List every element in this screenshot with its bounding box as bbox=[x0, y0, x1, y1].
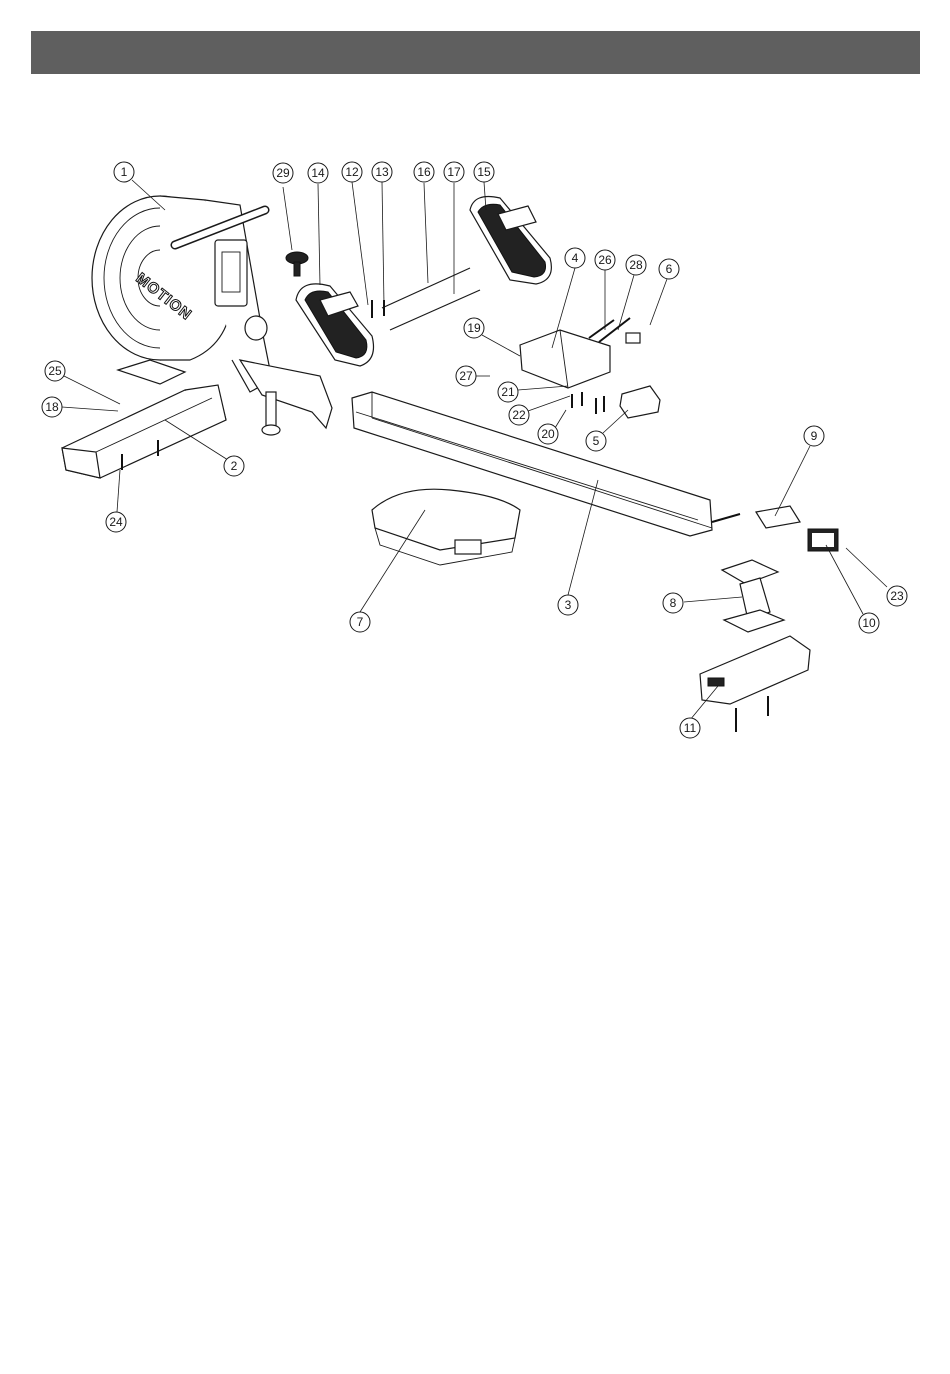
right-pedal bbox=[470, 197, 551, 285]
svg-text:29: 29 bbox=[276, 166, 290, 180]
callout-8: 8 bbox=[663, 593, 683, 613]
pedal-axles bbox=[382, 268, 480, 330]
callout-4: 4 bbox=[565, 248, 585, 268]
rear-support bbox=[722, 560, 784, 632]
small-block bbox=[626, 333, 640, 343]
svg-text:1: 1 bbox=[121, 165, 128, 179]
callout-16: 16 bbox=[414, 162, 434, 182]
svg-text:15: 15 bbox=[477, 165, 491, 179]
seat bbox=[372, 489, 520, 565]
rear-bracket bbox=[520, 330, 610, 388]
svg-text:12: 12 bbox=[345, 165, 359, 179]
callout-26: 26 bbox=[595, 250, 615, 270]
svg-text:24: 24 bbox=[109, 515, 123, 529]
svg-text:11: 11 bbox=[684, 721, 697, 735]
callout-1: 1 bbox=[114, 162, 134, 182]
svg-text:20: 20 bbox=[541, 427, 555, 441]
svg-text:26: 26 bbox=[598, 253, 612, 267]
svg-text:23: 23 bbox=[890, 589, 904, 603]
callout-24: 24 bbox=[106, 512, 126, 532]
svg-text:8: 8 bbox=[670, 596, 677, 610]
callout-12: 12 bbox=[342, 162, 362, 182]
callout-11: 11 bbox=[680, 718, 700, 738]
svg-text:21: 21 bbox=[501, 385, 515, 399]
callout-28: 28 bbox=[626, 255, 646, 275]
rear-stabilizer bbox=[700, 636, 810, 704]
callout-5: 5 bbox=[586, 431, 606, 451]
callout-9: 9 bbox=[804, 426, 824, 446]
callout-22: 22 bbox=[509, 405, 529, 425]
callout-29: 29 bbox=[273, 163, 293, 183]
callout-17: 17 bbox=[444, 162, 464, 182]
front-stabilizer bbox=[62, 385, 226, 478]
svg-text:2: 2 bbox=[231, 459, 238, 473]
callout-27: 27 bbox=[456, 366, 476, 386]
left-pedal bbox=[296, 284, 374, 366]
knob bbox=[286, 252, 308, 276]
svg-text:17: 17 bbox=[447, 165, 461, 179]
svg-text:18: 18 bbox=[45, 400, 59, 414]
rail-end-cap bbox=[620, 386, 660, 418]
svg-text:9: 9 bbox=[811, 429, 818, 443]
svg-text:28: 28 bbox=[629, 258, 643, 272]
svg-text:22: 22 bbox=[512, 408, 526, 422]
rear-cover bbox=[808, 529, 838, 551]
callout-10: 10 bbox=[859, 613, 879, 633]
svg-text:14: 14 bbox=[311, 166, 325, 180]
svg-text:10: 10 bbox=[862, 616, 876, 630]
svg-text:25: 25 bbox=[48, 364, 62, 378]
callout-7: 7 bbox=[350, 612, 370, 632]
svg-text:16: 16 bbox=[417, 165, 431, 179]
callout-19: 19 bbox=[464, 318, 484, 338]
callout-2: 2 bbox=[224, 456, 244, 476]
callout-3: 3 bbox=[558, 595, 578, 615]
callout-15: 15 bbox=[474, 162, 494, 182]
svg-text:5: 5 bbox=[593, 434, 600, 448]
svg-text:27: 27 bbox=[459, 369, 473, 383]
svg-text:6: 6 bbox=[666, 262, 673, 276]
callout-21: 21 bbox=[498, 382, 518, 402]
callout-25: 25 bbox=[45, 361, 65, 381]
svg-text:19: 19 bbox=[467, 321, 481, 335]
callout-23: 23 bbox=[887, 586, 907, 606]
callout-18: 18 bbox=[42, 397, 62, 417]
svg-text:13: 13 bbox=[375, 165, 389, 179]
svg-text:4: 4 bbox=[572, 251, 579, 265]
callout-13: 13 bbox=[372, 162, 392, 182]
callout-14: 14 bbox=[308, 163, 328, 183]
callout-6: 6 bbox=[659, 259, 679, 279]
callout-20: 20 bbox=[538, 424, 558, 444]
svg-text:3: 3 bbox=[565, 598, 572, 612]
svg-text:7: 7 bbox=[357, 615, 364, 629]
